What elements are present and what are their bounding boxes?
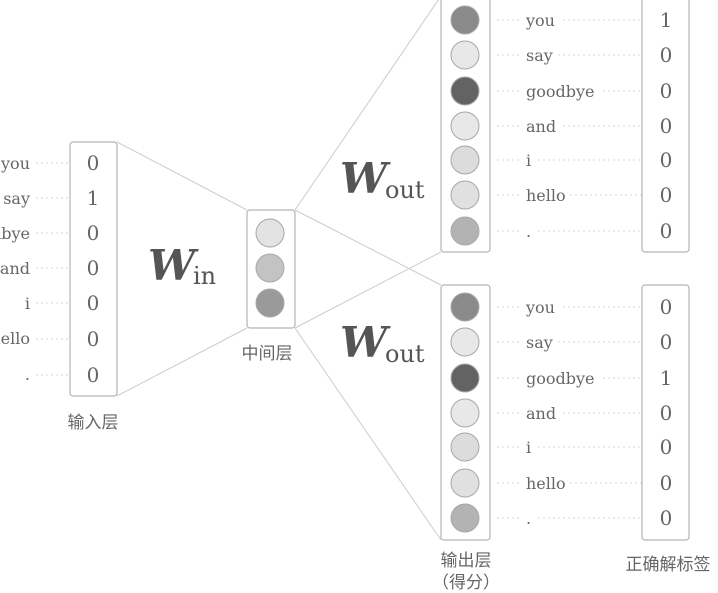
hidden-node [255, 253, 285, 283]
label-value: 1 [660, 8, 673, 32]
label-vector-top: 1 0 0 0 0 0 0 [641, 0, 690, 253]
input-layer: you say goodbye and i hello . 0 1 0 0 0 … [0, 141, 119, 433]
connection-input-bottom [116, 327, 248, 397]
weight-in-label: W in [148, 241, 216, 290]
weight-out-symbol: W [340, 318, 391, 367]
output-top-leader-lines [497, 19, 642, 232]
input-value: 0 [87, 151, 100, 175]
output-word: you [525, 11, 555, 30]
output-layer-caption: 输出层 [441, 551, 492, 571]
input-word: goodbye [0, 224, 30, 243]
hidden-node [255, 218, 285, 248]
label-caption: 正确解标签 [626, 555, 711, 575]
output-node [450, 145, 480, 175]
connection-hidden-to-top-output-upper [294, 0, 439, 211]
output-word: goodbye [526, 369, 595, 388]
output-word: i [526, 151, 531, 170]
label-value: 0 [660, 506, 673, 530]
output-node [450, 180, 480, 210]
input-word: hello [0, 329, 30, 348]
output-node [450, 292, 480, 322]
output-node [450, 432, 480, 462]
label-value: 0 [660, 295, 673, 319]
weight-out-label-top: W out [340, 154, 425, 204]
output-word: you [525, 298, 555, 317]
output-word: goodbye [526, 82, 595, 101]
output-node [450, 76, 480, 106]
output-node [450, 40, 480, 70]
input-value: 1 [87, 186, 100, 210]
label-value: 0 [660, 183, 673, 207]
connection-hidden-to-bottom-output-lower [294, 327, 442, 541]
output-node [450, 468, 480, 498]
label-value: 0 [660, 114, 673, 138]
label-value: 0 [660, 219, 673, 243]
output-layer-top [440, 0, 491, 253]
connection-hidden-to-bottom-output-upper [294, 209, 442, 286]
input-value: 0 [87, 291, 100, 315]
input-value: 0 [87, 221, 100, 245]
output-node [450, 111, 480, 141]
output-word: and [526, 117, 556, 136]
output-node [450, 503, 480, 533]
output-node [450, 327, 480, 357]
output-word: and [526, 404, 556, 423]
input-value: 0 [87, 363, 100, 387]
label-value: 0 [660, 148, 673, 172]
output-node [450, 398, 480, 428]
weight-out-symbol: W [340, 154, 391, 203]
label-value: 0 [660, 330, 673, 354]
label-vector-box [641, 284, 690, 541]
label-value: 1 [660, 366, 673, 390]
label-vector-bottom: 0 0 1 0 0 0 0 [641, 284, 690, 541]
input-word-list: you say goodbye and i hello . [0, 154, 30, 384]
connection-hidden-to-top-output-lower [294, 251, 442, 329]
input-vector-values: 0 1 0 0 0 0 0 [87, 151, 100, 387]
output-word: say [526, 333, 553, 352]
label-value: 0 [660, 401, 673, 425]
input-word: i [25, 294, 30, 313]
label-value: 0 [660, 471, 673, 495]
label-vector-box [641, 0, 690, 253]
input-word: . [25, 365, 30, 384]
hidden-node [255, 288, 285, 318]
output-word: i [526, 438, 531, 457]
output-node [450, 363, 480, 393]
weight-out-subscript: out [385, 176, 425, 204]
input-word: and [0, 259, 30, 278]
output-word: say [526, 46, 553, 65]
input-vector-box [69, 141, 118, 397]
input-word: say [3, 189, 30, 208]
label-value: 0 [660, 43, 673, 67]
output-bottom-leader-lines [497, 306, 642, 519]
output-word: . [526, 509, 531, 528]
output-top-word-list: you say goodbye and i hello . [525, 11, 595, 241]
output-word: hello [526, 474, 566, 493]
input-value: 0 [87, 327, 100, 351]
input-word: you [0, 154, 30, 173]
input-layer-caption: 输入层 [68, 413, 119, 433]
connections [116, 0, 442, 541]
output-word: . [526, 222, 531, 241]
label-value: 0 [660, 435, 673, 459]
output-bottom-word-list: you say goodbye and i hello . [525, 298, 595, 528]
label-value: 0 [660, 79, 673, 103]
weight-in-symbol: W [148, 241, 199, 290]
output-node [450, 216, 480, 246]
input-leader-lines [36, 162, 70, 376]
connection-input-top [116, 141, 248, 211]
weight-out-subscript: out [385, 340, 425, 368]
output-word: hello [526, 186, 566, 205]
weight-out-label-bottom: W out [340, 318, 425, 368]
weight-in-subscript: in [193, 262, 216, 290]
output-layer-bottom [440, 284, 491, 541]
hidden-layer: 中间层 [242, 209, 296, 364]
hidden-layer-caption: 中间层 [242, 344, 293, 364]
input-value: 0 [87, 256, 100, 280]
output-layer-caption-subtitle: （得分） [432, 573, 500, 593]
output-node [450, 5, 480, 35]
